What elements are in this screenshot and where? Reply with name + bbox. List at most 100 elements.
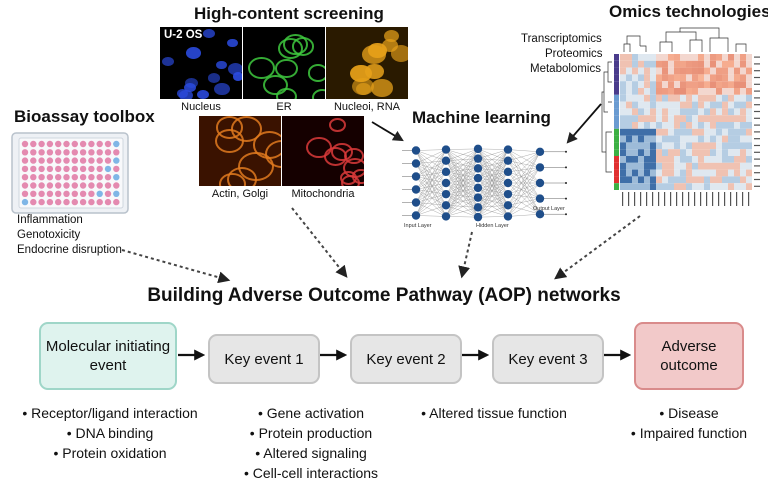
- column-label-mark: [688, 192, 690, 206]
- heatmap-cell: [710, 169, 716, 177]
- row-group-bar: [614, 176, 619, 184]
- heatmap-cell: [626, 128, 632, 136]
- heatmap-cell: [710, 122, 716, 129]
- well: [63, 140, 70, 148]
- aop-box-ao: Adverse outcome: [634, 322, 744, 390]
- heatmap-cell: [680, 183, 686, 190]
- heatmap-cell: [668, 81, 674, 88]
- heatmap-cell: [728, 67, 734, 75]
- heatmap-cell: [638, 101, 644, 109]
- heatmap-cell: [680, 128, 686, 136]
- nn-node: [411, 185, 421, 194]
- heatmap-cell: [668, 101, 674, 109]
- heatmap-cell: [734, 176, 740, 184]
- heatmap-cell: [686, 88, 692, 95]
- heatmap-cell: [704, 108, 710, 116]
- heatmap-cell: [686, 183, 692, 190]
- heatmap-cell: [674, 108, 680, 116]
- heatmap-cell: [638, 156, 644, 163]
- heatmap-cell: [692, 135, 698, 143]
- heatmap-cell: [686, 54, 692, 61]
- heatmap-cell: [692, 108, 698, 116]
- heatmap-cell: [728, 122, 734, 129]
- heatmap-cell: [728, 135, 734, 143]
- heatmap-cell: [692, 162, 698, 170]
- heatmap-cell: [692, 88, 698, 95]
- heatmap-cell: [662, 122, 668, 129]
- heatmap-cell: [650, 183, 656, 190]
- heatmap-cell: [620, 176, 626, 184]
- heatmap-cell: [668, 169, 674, 177]
- heatmap-cell: [650, 156, 656, 163]
- heatmap-cell: [704, 149, 710, 156]
- heatmap-cell: [680, 135, 686, 143]
- nn-node: [535, 178, 545, 188]
- heatmap-cell: [674, 81, 680, 88]
- well: [63, 182, 70, 189]
- heatmap-cell: [746, 169, 752, 177]
- heatmap-cell: [740, 156, 746, 163]
- column-label-mark: [652, 192, 654, 206]
- well: [96, 198, 103, 206]
- well: [63, 157, 70, 164]
- heatmap-cell: [620, 142, 626, 150]
- heatmap-cell: [746, 94, 752, 102]
- heatmap-cell: [638, 176, 644, 184]
- row-group-bar: [614, 81, 619, 88]
- heatmap-cell: [674, 54, 680, 61]
- cell-blob: [185, 47, 201, 60]
- aop-flow-arrows: [178, 349, 632, 361]
- heatmap-cell: [698, 74, 704, 82]
- heatmap-cell: [650, 149, 656, 156]
- nn-node: [503, 156, 513, 165]
- heatmap-cell: [638, 81, 644, 88]
- column-label-mark: [628, 192, 630, 206]
- heatmap-cell: [638, 94, 644, 102]
- nn-node: [503, 167, 513, 177]
- heatmap-cell: [728, 128, 734, 136]
- well: [113, 165, 120, 173]
- heatmap-cell: [710, 162, 716, 170]
- heatmap-cell: [698, 149, 704, 156]
- well: [104, 182, 112, 189]
- heatmap-cell: [728, 88, 734, 95]
- cell-blob: [356, 83, 372, 95]
- well: [71, 190, 78, 197]
- well: [79, 140, 87, 148]
- heatmap-cell: [668, 54, 674, 61]
- heatmap-cell: [626, 149, 632, 156]
- heatmap-cell: [656, 67, 662, 75]
- mie-bullet-2: • DNA binding: [66, 425, 154, 441]
- heatmap-cell: [638, 122, 644, 129]
- heatmap-cell: [620, 162, 626, 170]
- heatmap-cell: [740, 135, 746, 143]
- heatmap-cell: [644, 88, 650, 95]
- heatmap-cell: [722, 162, 728, 170]
- cell-blob: [275, 58, 298, 78]
- heatmap-cell: [692, 169, 698, 177]
- heatmap-cell: [698, 54, 704, 61]
- cell-blob: [215, 116, 243, 139]
- heatmap-cell: [668, 60, 674, 68]
- nn-output-label: Output Layer: [533, 206, 565, 212]
- cell-blob: [263, 75, 288, 96]
- heatmap-cell: [734, 101, 740, 109]
- heatmap-cell: [650, 54, 656, 61]
- well: [113, 140, 120, 148]
- heatmap-cell: [662, 94, 668, 102]
- heatmap-cell: [680, 60, 686, 68]
- heatmap-cell: [650, 74, 656, 82]
- heatmap-cell: [626, 54, 632, 61]
- hcs-to-ml-arrow: [371, 121, 404, 142]
- heatmap-cell: [704, 176, 710, 184]
- heatmap-cell: [650, 142, 656, 150]
- heatmap-cell: [674, 88, 680, 95]
- heatmap-cell: [746, 162, 752, 170]
- row-group-bar: [614, 108, 619, 116]
- aop-title: Building Adverse Outcome Pathway (AOP) n…: [147, 285, 621, 306]
- heatmap-cell: [626, 115, 632, 122]
- well: [79, 190, 87, 197]
- column-label-mark: [718, 192, 720, 206]
- nn-node: [535, 210, 545, 219]
- column-label-mark: [640, 192, 642, 206]
